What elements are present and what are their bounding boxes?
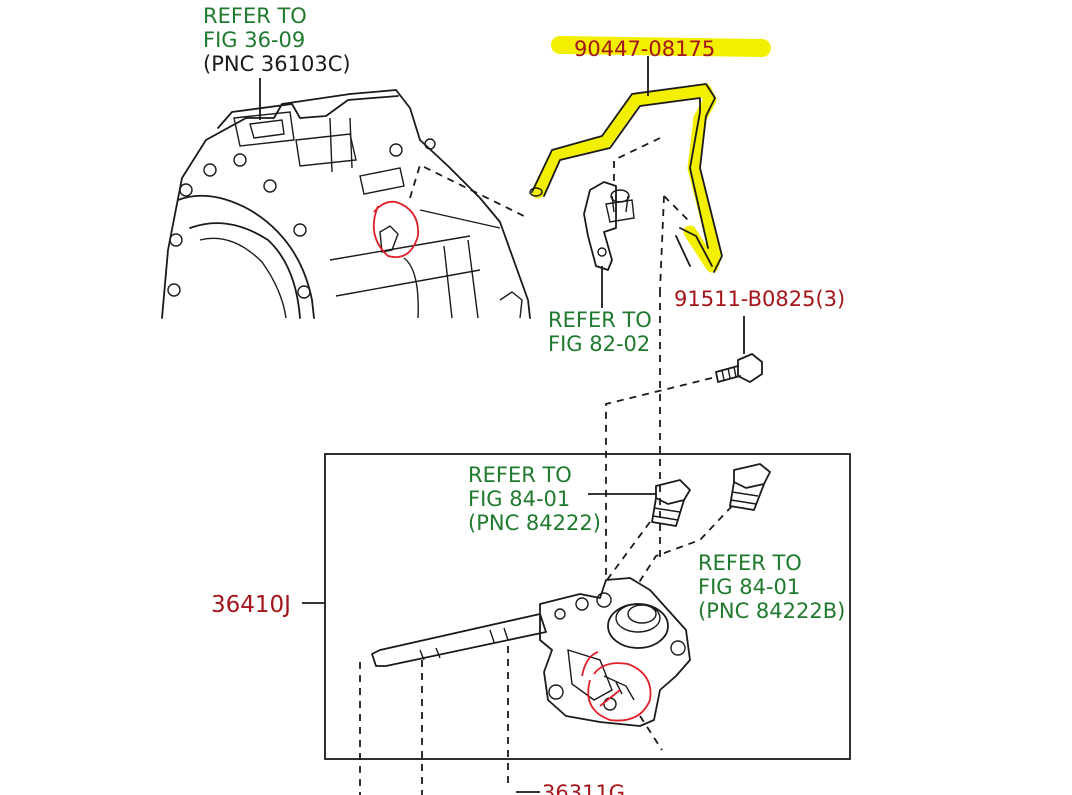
part-number-tube: 90447-08175 <box>574 37 715 61</box>
ref-bracket-line-1: REFER TO <box>548 308 652 332</box>
part-number-bolt: 91511-B0825(3) <box>674 287 845 311</box>
switch-1-dashed-line <box>603 521 651 585</box>
part-number-shaft: 36311G <box>542 781 625 795</box>
highlight-part-number <box>551 36 771 57</box>
highlight-tube <box>531 83 723 273</box>
highlighter-marks <box>531 36 771 273</box>
red-annotation-housing <box>581 651 652 722</box>
tube-dashed-4 <box>663 195 691 223</box>
switch-2-dashed-line <box>637 505 733 585</box>
bolt-drawing <box>715 353 763 383</box>
ref-switch-2-line-3: (PNC 84222B) <box>698 599 845 623</box>
bracket-drawing <box>583 181 635 271</box>
ref-switch-1-line-1: REFER TO <box>468 463 572 487</box>
ref-case-line-3: (PNC 36103C) <box>203 52 351 76</box>
ref-switch-1-line-3: (PNC 84222) <box>468 511 601 535</box>
tube-dashed-2 <box>613 137 661 186</box>
red-annotation-case <box>372 200 419 258</box>
switch-2-drawing <box>729 463 771 511</box>
ref-case-line-1: REFER TO <box>203 4 307 28</box>
tube-dashed-3 <box>659 195 665 291</box>
ref-switch-1-line-2: FIG 84-01 <box>468 487 570 511</box>
ref-switch-2-line-1: REFER TO <box>698 551 802 575</box>
housing-dashed-line <box>639 715 663 751</box>
tube-dashed-1 <box>409 163 529 219</box>
ref-case-line-2: FIG 36-09 <box>203 28 305 52</box>
switch-1-drawing <box>651 479 691 527</box>
breather-tube-drawing <box>529 83 723 273</box>
shift-housing-drawing <box>371 577 691 727</box>
transmission-case-drawing <box>161 89 531 319</box>
ref-bracket-line-2: FIG 82-02 <box>548 332 650 356</box>
ref-switch-2-line-2: FIG 84-01 <box>698 575 800 599</box>
assembly-frame <box>324 453 851 760</box>
bolt-dashed-line <box>605 377 713 580</box>
part-number-assembly: 36410J <box>211 592 291 618</box>
